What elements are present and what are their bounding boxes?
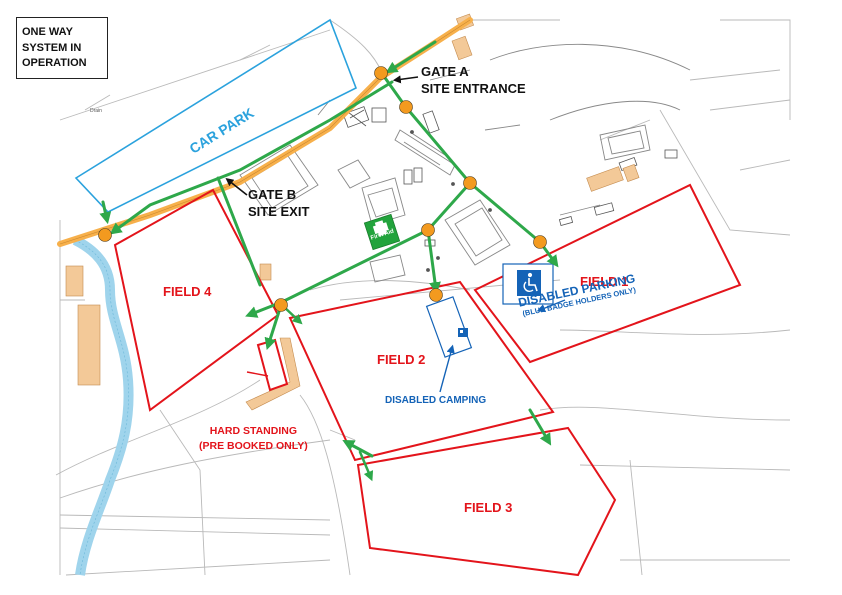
notice-line-3: OPERATION: [22, 57, 87, 69]
field-1-label: FIELD 1: [580, 274, 629, 289]
hard-standing-arrow-icon: [246, 371, 269, 377]
disabled-camping-label: DISABLED CAMPING: [385, 395, 487, 406]
car-park-label: CAR PARK: [186, 104, 256, 156]
notice-line-2: SYSTEM IN: [22, 41, 82, 54]
junctions: [98, 66, 547, 312]
field-1-boundary: [473, 183, 742, 364]
field-3-label: FIELD 3: [464, 500, 513, 515]
field-2-boundary: [288, 280, 555, 462]
gate-b-label: GATE B SITE EXIT: [248, 186, 309, 220]
car-park-area: [74, 18, 358, 213]
hard-standing-note: (PRE BOOKED ONLY): [199, 440, 308, 452]
hard-standing-title: HARD STANDING: [209, 425, 298, 437]
junction-1: [399, 100, 413, 114]
disabled-parking-sign: [502, 263, 554, 305]
junction-gate-a: [374, 66, 388, 80]
junction-6: [274, 298, 288, 312]
disabled-camping-arrow-icon: [439, 344, 455, 393]
gate-a-arrow-icon: [392, 75, 419, 84]
disabled-camping-sign: [425, 296, 473, 358]
gate-b-title: GATE B: [248, 187, 297, 202]
gate-a-title: GATE A: [421, 64, 469, 79]
field-3-boundary: [356, 426, 617, 577]
field-4-label: FIELD 4: [163, 284, 212, 299]
hard-standing-label: HARD STANDING (PRE BOOKED ONLY): [199, 424, 308, 454]
site-buildings: [239, 43, 691, 283]
gate-b-arrow-icon: [225, 178, 248, 196]
junction-4: [533, 235, 547, 249]
junction-exit: [98, 228, 112, 242]
first-aid-sign: [363, 213, 401, 251]
field-4-boundary: [113, 188, 280, 412]
hard-standing-area: [245, 337, 301, 411]
notice-line-1: ONE WAY: [22, 26, 73, 38]
junction-3: [421, 223, 435, 237]
drain-label: Drain: [90, 108, 102, 114]
one-way-route: [99, 40, 559, 482]
disabled-parking-arrow-icon: [536, 299, 566, 313]
junction-2: [463, 176, 477, 190]
one-way-notice: ONE WAY SYSTEM IN OPERATION: [16, 17, 108, 79]
gate-a-label: GATE A SITE ENTRANCE: [421, 63, 526, 97]
gate-a-subtitle: SITE ENTRANCE: [421, 81, 526, 96]
background-linework: [55, 19, 791, 576]
junction-5: [429, 288, 443, 302]
field-2-label: FIELD 2: [377, 352, 426, 367]
fields: [113, 183, 742, 577]
gate-b-subtitle: SITE EXIT: [248, 204, 310, 219]
tan-buildings: [65, 13, 640, 386]
